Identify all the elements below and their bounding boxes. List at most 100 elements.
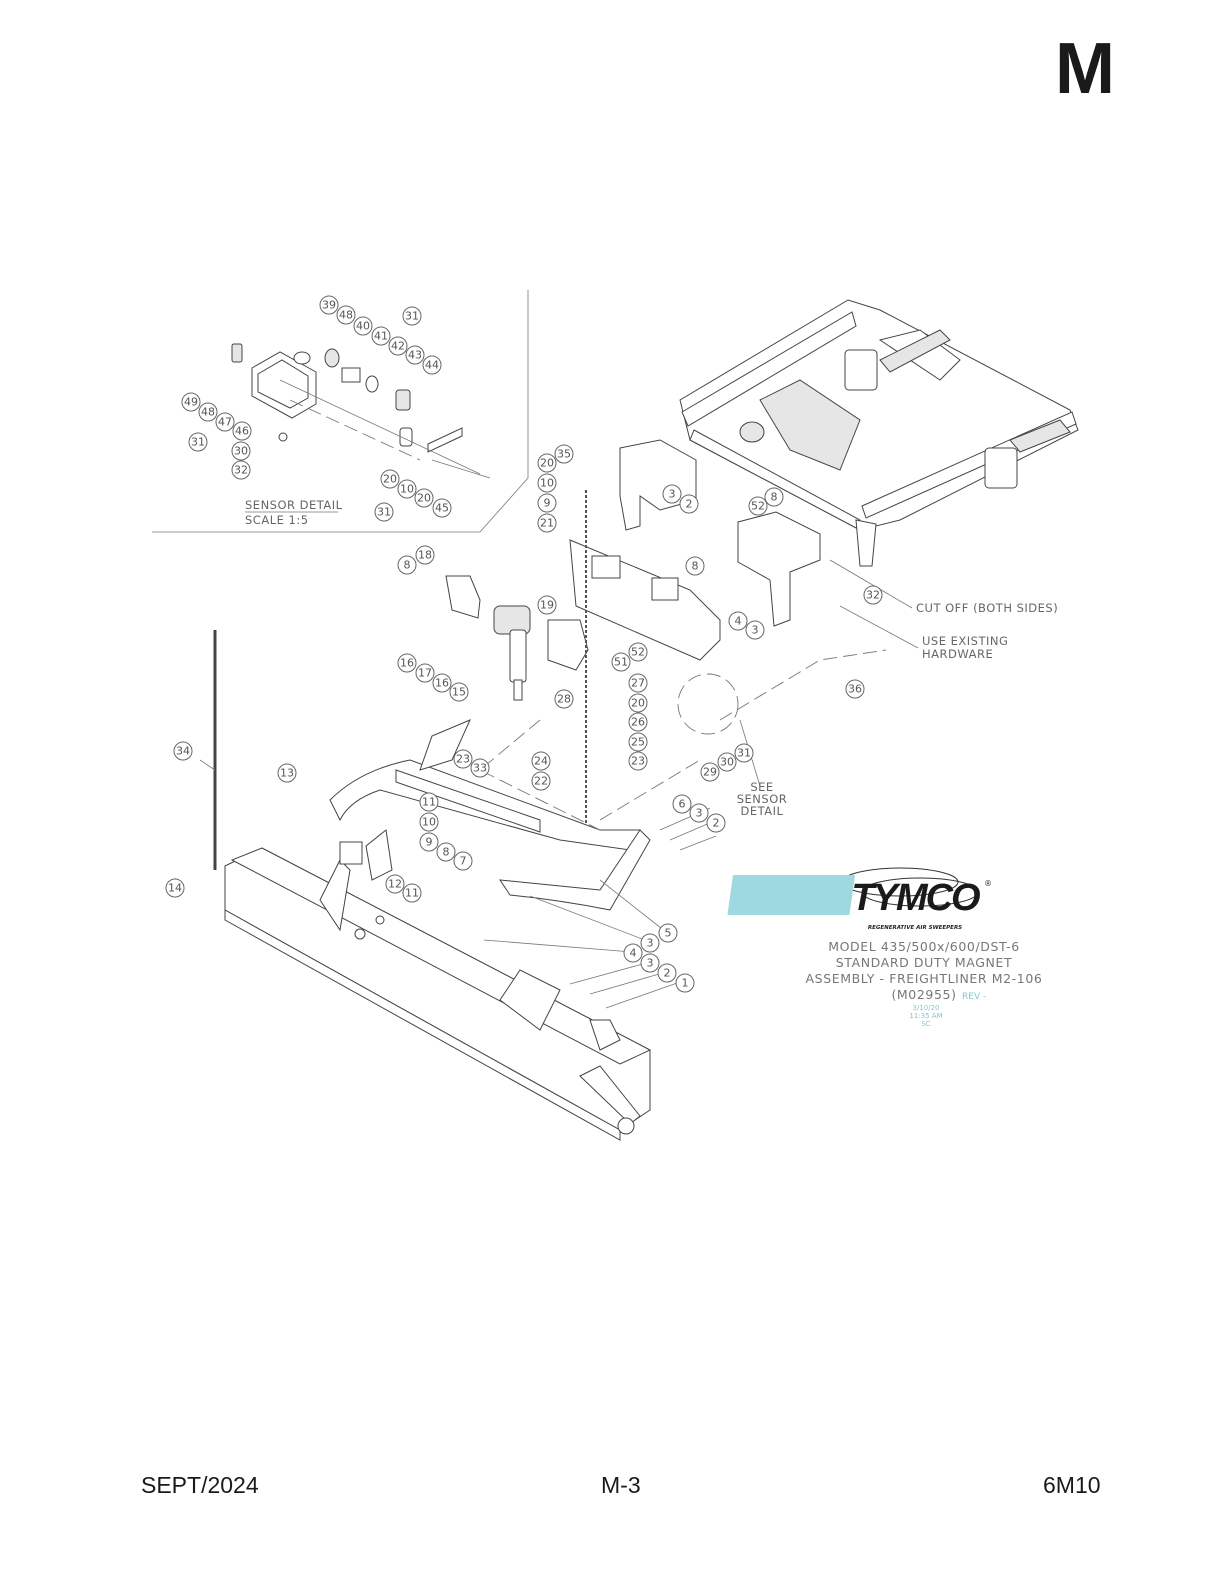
svg-text:31: 31 bbox=[191, 436, 205, 449]
svg-text:40: 40 bbox=[356, 320, 370, 333]
callout-17: 17 bbox=[415, 663, 435, 683]
svg-text:8: 8 bbox=[404, 559, 411, 572]
caption-initials: SC bbox=[921, 1020, 930, 1028]
callout-31b: 31 bbox=[188, 432, 208, 452]
svg-text:3: 3 bbox=[647, 957, 654, 970]
svg-text:36: 36 bbox=[848, 683, 862, 696]
svg-text:16: 16 bbox=[435, 677, 449, 690]
svg-text:48: 48 bbox=[201, 406, 215, 419]
note-use-existing-1: USE EXISTING bbox=[922, 634, 1008, 648]
callout-52b: 52 bbox=[628, 642, 648, 662]
svg-text:20: 20 bbox=[417, 492, 431, 505]
caption-time: 11:35 AM bbox=[909, 1012, 942, 1020]
svg-text:4: 4 bbox=[630, 947, 637, 960]
svg-text:9: 9 bbox=[544, 497, 551, 510]
mounting-brackets bbox=[445, 439, 821, 671]
callout-24: 24 bbox=[531, 751, 551, 771]
svg-text:48: 48 bbox=[339, 309, 353, 322]
svg-text:27: 27 bbox=[631, 677, 645, 690]
svg-text:4: 4 bbox=[735, 615, 742, 628]
callout-26: 26 bbox=[628, 712, 648, 732]
svg-text:24: 24 bbox=[534, 755, 548, 768]
callout-27: 27 bbox=[628, 673, 648, 693]
callout-19: 19 bbox=[537, 595, 557, 615]
svg-text:52: 52 bbox=[631, 646, 645, 659]
svg-text:46: 46 bbox=[235, 425, 249, 438]
callout-11b: 11 bbox=[402, 883, 422, 903]
callout-9: 9 bbox=[537, 493, 557, 513]
callout-4b: 4 bbox=[623, 943, 643, 963]
drawing-caption: MODEL 435/500x/600/DST-6 STANDARD DUTY M… bbox=[806, 939, 1043, 1028]
svg-text:52: 52 bbox=[751, 500, 765, 513]
callout-35: 35 bbox=[554, 444, 574, 464]
callout-51: 51 bbox=[611, 652, 631, 672]
callout-12: 12 bbox=[385, 874, 405, 894]
svg-text:30: 30 bbox=[234, 445, 248, 458]
callout-18: 18 bbox=[415, 545, 435, 565]
callout-10c: 10 bbox=[419, 812, 439, 832]
caption-line3: ASSEMBLY - FREIGHTLINER M2-106 bbox=[806, 971, 1043, 986]
callout-42: 42 bbox=[388, 336, 408, 356]
svg-text:13: 13 bbox=[280, 767, 294, 780]
svg-text:16: 16 bbox=[400, 657, 414, 670]
callout-3e: 3 bbox=[640, 953, 660, 973]
callout-30b: 30 bbox=[717, 752, 737, 772]
callout-20c: 20 bbox=[537, 453, 557, 473]
callout-22: 22 bbox=[531, 771, 551, 791]
callout-31c: 31 bbox=[374, 502, 394, 522]
note-cut-off: CUT OFF (BOTH SIDES) bbox=[916, 601, 1058, 615]
svg-text:3: 3 bbox=[647, 937, 654, 950]
sensor-detail-frame bbox=[152, 290, 529, 533]
callout-2: 2 bbox=[679, 494, 699, 514]
callout-3: 3 bbox=[662, 484, 682, 504]
svg-text:43: 43 bbox=[408, 349, 422, 362]
svg-text:5: 5 bbox=[665, 927, 672, 940]
callout-2c: 2 bbox=[657, 963, 677, 983]
svg-text:11: 11 bbox=[422, 796, 436, 809]
callout-3c: 3 bbox=[689, 803, 709, 823]
callout-44: 44 bbox=[422, 355, 442, 375]
svg-text:45: 45 bbox=[435, 502, 449, 515]
svg-text:7: 7 bbox=[460, 855, 467, 868]
caption-line1: MODEL 435/500x/600/DST-6 bbox=[828, 939, 1020, 954]
callout-33: 33 bbox=[470, 758, 490, 778]
logo-registered: ® bbox=[984, 879, 992, 888]
callout-15: 15 bbox=[449, 682, 469, 702]
callout-39: 39 bbox=[319, 295, 339, 315]
svg-text:26: 26 bbox=[631, 716, 645, 729]
callout-49: 49 bbox=[181, 392, 201, 412]
svg-text:33: 33 bbox=[473, 762, 487, 775]
svg-text:32: 32 bbox=[866, 589, 880, 602]
svg-text:31: 31 bbox=[377, 506, 391, 519]
truck-frame bbox=[679, 299, 1079, 567]
callout-52: 52 bbox=[748, 496, 768, 516]
caption-line2: STANDARD DUTY MAGNET bbox=[836, 955, 1012, 970]
svg-text:12: 12 bbox=[388, 878, 402, 891]
svg-text:23: 23 bbox=[631, 755, 645, 768]
svg-text:20: 20 bbox=[540, 457, 554, 470]
logo-tagline: REGENERATIVE AIR SWEEPERS bbox=[868, 925, 962, 931]
sensor-detail-marker bbox=[677, 673, 739, 735]
svg-text:41: 41 bbox=[374, 330, 388, 343]
callout-36: 36 bbox=[845, 679, 865, 699]
svg-text:30: 30 bbox=[720, 756, 734, 769]
note-see-3: DETAIL bbox=[741, 804, 784, 818]
callout-28: 28 bbox=[554, 689, 574, 709]
svg-text:28: 28 bbox=[557, 693, 571, 706]
callout-1: 1 bbox=[675, 973, 695, 993]
note-use-existing-2: HARDWARE bbox=[922, 647, 993, 661]
svg-text:49: 49 bbox=[184, 396, 198, 409]
svg-text:39: 39 bbox=[322, 299, 336, 312]
callout-31d: 31 bbox=[734, 743, 754, 763]
tymco-logo: TYMCO ® REGENERATIVE AIR SWEEPERS bbox=[727, 867, 992, 931]
svg-text:32: 32 bbox=[234, 464, 248, 477]
callout-30: 30 bbox=[231, 441, 251, 461]
svg-text:10: 10 bbox=[540, 477, 554, 490]
callout-29: 29 bbox=[700, 762, 720, 782]
callout-47: 47 bbox=[215, 412, 235, 432]
svg-text:9: 9 bbox=[426, 836, 433, 849]
caption-date: 3/10/20 bbox=[913, 1004, 940, 1012]
svg-text:35: 35 bbox=[557, 448, 571, 461]
svg-text:20: 20 bbox=[383, 473, 397, 486]
svg-text:3: 3 bbox=[696, 807, 703, 820]
